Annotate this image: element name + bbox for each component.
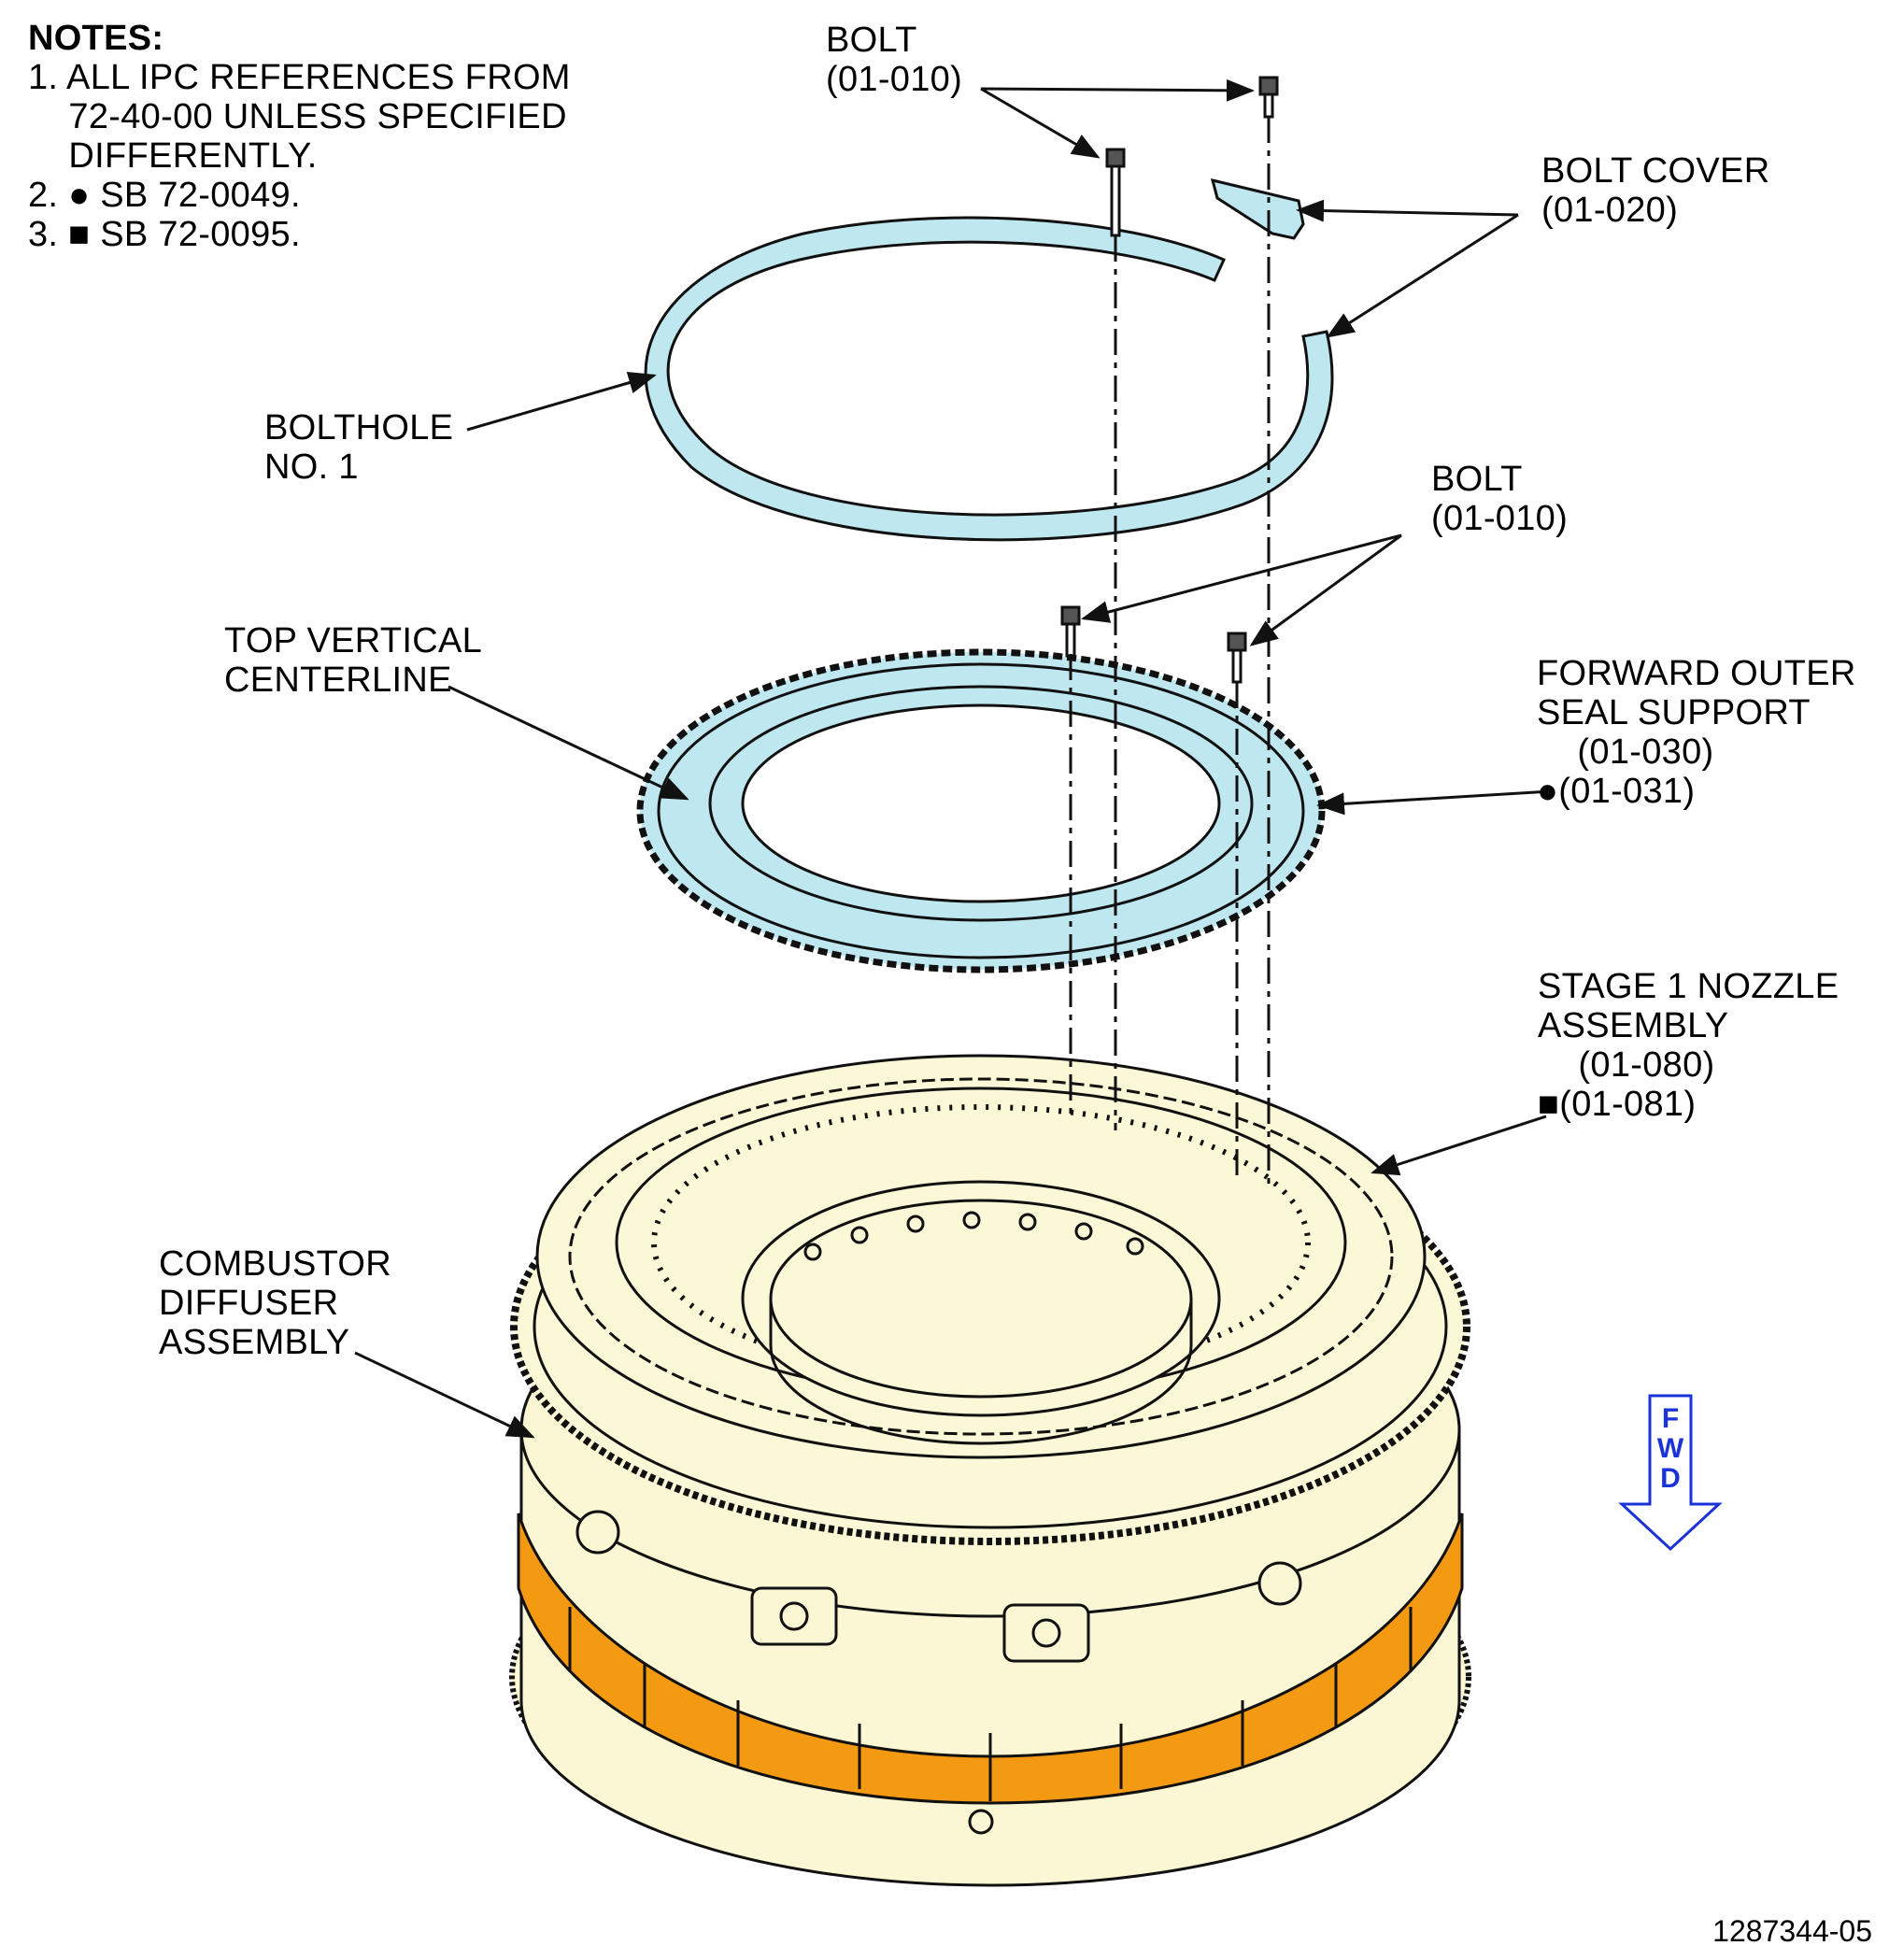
stage1-nozzle-part: (01-080) [1538,1045,1715,1085]
alignment-lines [1069,117,1271,1191]
seal-ring-segment [644,216,1334,542]
bolt-01010-mid-b [1227,632,1247,684]
note-line-1: 1. ALL IPC REFERENCES FROM [28,58,571,97]
fwd-outer-seal-part: (01-030) [1537,732,1714,772]
leader-lines [354,78,1552,1439]
fwd-outer-seal-label-2: SEAL SUPPORT [1537,693,1811,732]
combustor-label-2: DIFFUSER [159,1284,339,1323]
bolt-mid-label: BOLT [1431,460,1523,499]
document-number: 1287344-05 [1712,1914,1872,1948]
bolt-top-label: BOLT [826,21,917,60]
top-vertical-label: TOP VERTICAL [224,621,483,660]
bolt-top-part: (01-010) [826,60,963,99]
note-line-5: 3. ■ SB 72-0095. [28,215,301,254]
top-vertical-label-2: CENTERLINE [224,660,452,700]
fwd-letter-w: W [1656,1433,1684,1464]
fwd-outer-seal-part-sb: ●(01-031) [1537,772,1696,811]
forward-outer-seal-support [636,648,1326,973]
forward-direction-indicator: F W D [1614,1394,1726,1553]
bolt-01010-top-a [1105,148,1126,237]
down-arrow-icon [1618,1394,1723,1552]
notes-title: NOTES: [28,19,164,58]
bracket-band [517,1513,1464,1805]
note-line-3: DIFFERENTLY. [28,136,318,176]
bolt-01010-top-b [1258,76,1279,119]
fwd-letter-f: F [1661,1403,1680,1434]
note-line-4: 2. ● SB 72-0049. [28,176,301,215]
bolthole-label: BOLTHOLE [264,408,454,447]
stage1-nozzle-label-2: ASSEMBLY [1538,1006,1729,1045]
stage1-nozzle-part-sb: ■(01-081) [1538,1085,1697,1124]
bolthole-number: NO. 1 [264,447,359,487]
note-line-2: 72-40-00 UNLESS SPECIFIED [28,97,567,136]
bolt-cover-label: BOLT COVER [1541,151,1770,191]
bolt-01010-mid-a [1060,605,1081,658]
combustor-label-3: ASSEMBLY [159,1323,350,1362]
fwd-outer-seal-label: FORWARD OUTER [1537,654,1856,693]
bolt-cover [1210,178,1305,240]
stage1-nozzle-assembly [535,1054,1427,1459]
fwd-letter-d: D [1660,1463,1681,1494]
bolt-mid-part: (01-010) [1431,499,1569,538]
bolt-cover-part: (01-020) [1541,191,1679,230]
stage1-nozzle-label: STAGE 1 NOZZLE [1538,967,1839,1006]
combustor-label: COMBUSTOR [159,1244,392,1284]
